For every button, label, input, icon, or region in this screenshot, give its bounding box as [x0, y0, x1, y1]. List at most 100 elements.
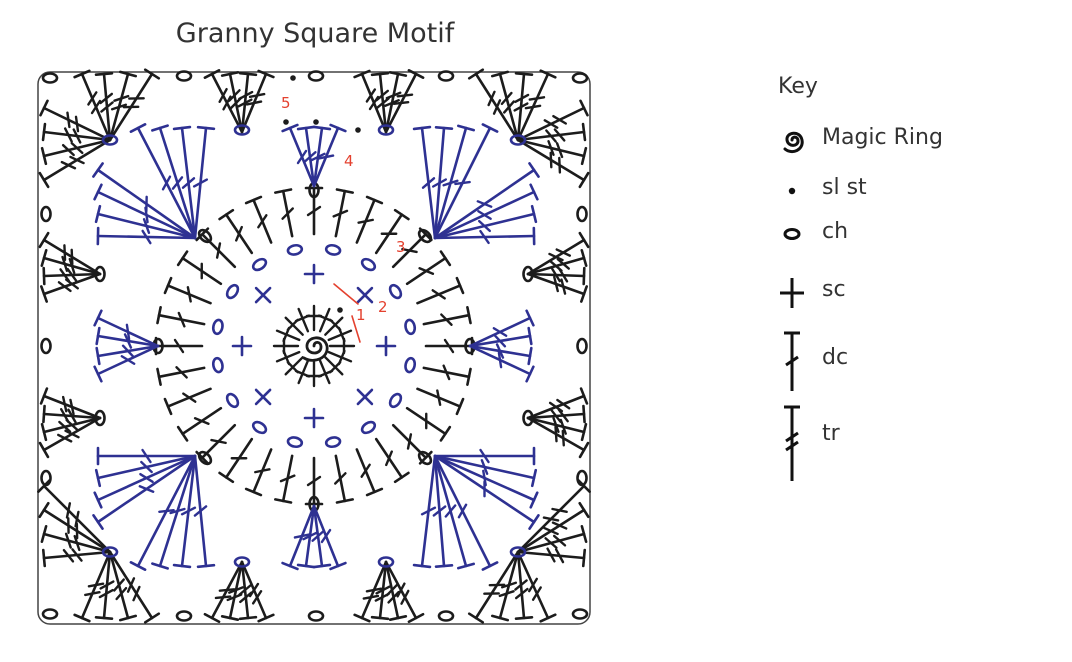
chain-stitch	[571, 608, 589, 620]
treble-crochet-stitch	[238, 560, 258, 621]
double-crochet-stitch	[195, 227, 237, 269]
treble-crochet-stitch	[384, 560, 425, 624]
double-crochet-stitch	[193, 454, 216, 569]
treble-crochet-stitch	[526, 231, 590, 276]
double-crochet-stitch	[95, 344, 160, 366]
treble-crochet-stitch	[516, 501, 590, 554]
treble-crochet-stitch	[514, 550, 534, 621]
treble-crochet-stitch	[526, 272, 588, 303]
double-crochet-stitch	[391, 423, 433, 465]
magic-ring	[302, 336, 329, 362]
treble-crochet-stitch	[490, 70, 520, 142]
treble-crochet-stitch	[526, 416, 590, 459]
treble-crochet-stitch	[203, 560, 244, 624]
double-crochet-stitch	[332, 188, 354, 238]
treble-crochet-stitch	[490, 550, 520, 622]
key-item-magic-ring: Magic Ring	[770, 113, 1050, 167]
double-crochet-stitch	[374, 208, 410, 255]
chain-stitch	[307, 70, 325, 82]
chain-stitch	[576, 205, 588, 223]
treble-crochet-stitch	[237, 71, 258, 134]
round-number-3: 3	[396, 238, 406, 256]
treble-crochet-stitch	[516, 138, 588, 166]
key-item-slip-stitch: sl st	[770, 167, 1050, 213]
round-number-5: 5	[281, 94, 291, 112]
treble-crochet-stitch	[42, 266, 102, 286]
chain-stitch	[197, 450, 213, 466]
treble-crochet-stitch	[73, 69, 112, 142]
key-item-chain: ch	[770, 213, 1050, 265]
single-crochet-stitch	[324, 356, 344, 376]
chain-stitch	[175, 70, 193, 82]
treble-crochet-stitch	[108, 68, 161, 142]
double-crochet-stitch	[334, 454, 354, 504]
double-crochet-stitch	[93, 344, 160, 383]
chain-stitch	[41, 608, 59, 620]
chain-stitch	[571, 72, 589, 84]
double-crochet-stitch	[93, 183, 197, 240]
round-start-arrow	[351, 315, 361, 343]
double-crochet-stitch	[218, 208, 254, 255]
chain-stitch	[324, 436, 342, 449]
chain-stitch	[251, 420, 268, 435]
chain-stitch	[404, 318, 417, 336]
single-crochet-stitch	[318, 359, 331, 385]
slip-stitch	[313, 119, 319, 125]
treble-crochet-stitch	[516, 69, 557, 142]
single-crochet-stitch	[275, 350, 301, 363]
single-crochet-stitch	[275, 329, 301, 342]
treble-crochet-stitch	[240, 69, 275, 134]
double-crochet-stitch	[151, 454, 197, 570]
treble-crochet-stitch	[513, 71, 534, 142]
single-crochet-stitch	[356, 388, 374, 406]
chain-stitch	[101, 134, 119, 146]
double-crochet-stitch	[176, 250, 223, 286]
double-crochet-stitch	[96, 226, 197, 246]
key-label-slip-stitch: sl st	[822, 175, 867, 200]
treble-crochet-stitch	[467, 550, 520, 624]
double-crochet-stitch	[129, 454, 197, 571]
single-crochet-stitch	[284, 316, 304, 336]
double-crochet-stitch	[433, 454, 476, 570]
chain-stitch	[251, 257, 268, 272]
double-crochet-stitch	[405, 250, 452, 286]
treble-crochet-stitch	[240, 560, 275, 623]
chain-stitch	[225, 283, 240, 300]
treble-crochet-stitch	[526, 249, 588, 276]
round-number-labels: 1 2 3 4 5	[281, 94, 406, 324]
treble-crochet-stitch	[467, 68, 520, 142]
double-crochet-stitch	[172, 454, 197, 569]
treble-crochet-stitch	[40, 524, 112, 554]
chain-stitch	[388, 283, 403, 300]
single-crochet-stitch	[254, 286, 272, 304]
chain-stitch	[437, 70, 455, 82]
double-crochet-stitch	[433, 204, 538, 240]
chain-stitch	[324, 243, 342, 256]
treble-crochet-stitch	[39, 99, 112, 142]
chain-stitch	[576, 469, 588, 487]
double-crochet-stitch	[432, 454, 454, 568]
double-crochet-stitch	[94, 454, 197, 488]
double-crochet-icon	[784, 331, 800, 391]
treble-crochet-stitch	[526, 266, 586, 286]
chain-stitch	[211, 318, 224, 336]
magic-ring-icon	[783, 131, 804, 154]
treble-crochet-stitch	[516, 138, 590, 189]
double-crochet-stitch	[412, 125, 437, 240]
double-crochet-stitch	[468, 326, 533, 348]
treble-crochet-stitch	[108, 550, 161, 624]
single-crochet-stitch	[284, 356, 304, 376]
single-crochet-stitch	[297, 307, 310, 333]
double-crochet-stitch	[416, 387, 465, 416]
double-crochet-stitch	[433, 454, 539, 509]
single-crochet-stitch	[324, 316, 344, 336]
chain-stitch	[377, 124, 395, 136]
double-crochet-stitch	[94, 204, 197, 240]
round-number-2: 2	[378, 298, 388, 316]
chain-stitch	[417, 228, 433, 244]
chain-stitch	[40, 205, 52, 223]
treble-crochet-stitch	[38, 416, 102, 459]
double-crochet-stitch	[312, 504, 347, 571]
chain-stitch	[509, 134, 527, 146]
treble-crochet-stitch	[516, 524, 588, 554]
